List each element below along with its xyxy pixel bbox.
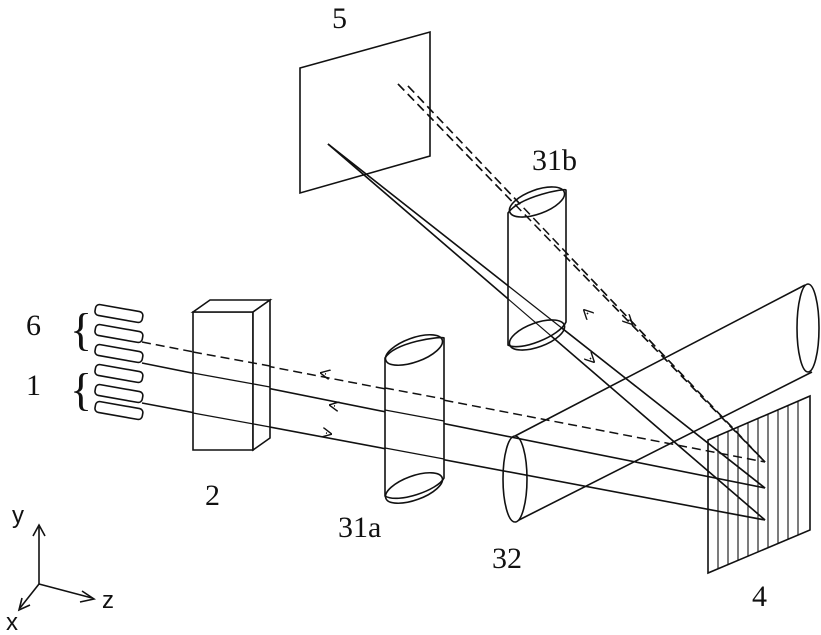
screen xyxy=(300,32,430,193)
label-block-2: 2 xyxy=(205,479,220,512)
axis-indicator: y z x xyxy=(6,502,114,635)
brace-upper: { xyxy=(70,304,92,355)
axis-z-label: z xyxy=(102,587,114,614)
label-screen: 5 xyxy=(332,2,347,35)
label-group-6: 6 xyxy=(26,309,41,342)
label-lens-31a: 31a xyxy=(338,511,381,544)
axis-x-label: x xyxy=(6,609,18,635)
label-group-1: 1 xyxy=(26,369,41,402)
source-array xyxy=(94,304,143,420)
block-2 xyxy=(193,300,270,450)
label-lens-31b: 31b xyxy=(532,144,577,177)
label-grating-4: 4 xyxy=(752,580,767,613)
label-lens-32: 32 xyxy=(492,542,522,575)
cylinder-lens-31a xyxy=(382,328,447,509)
brace-lower: { xyxy=(70,364,92,415)
axis-y-label: y xyxy=(12,502,24,529)
